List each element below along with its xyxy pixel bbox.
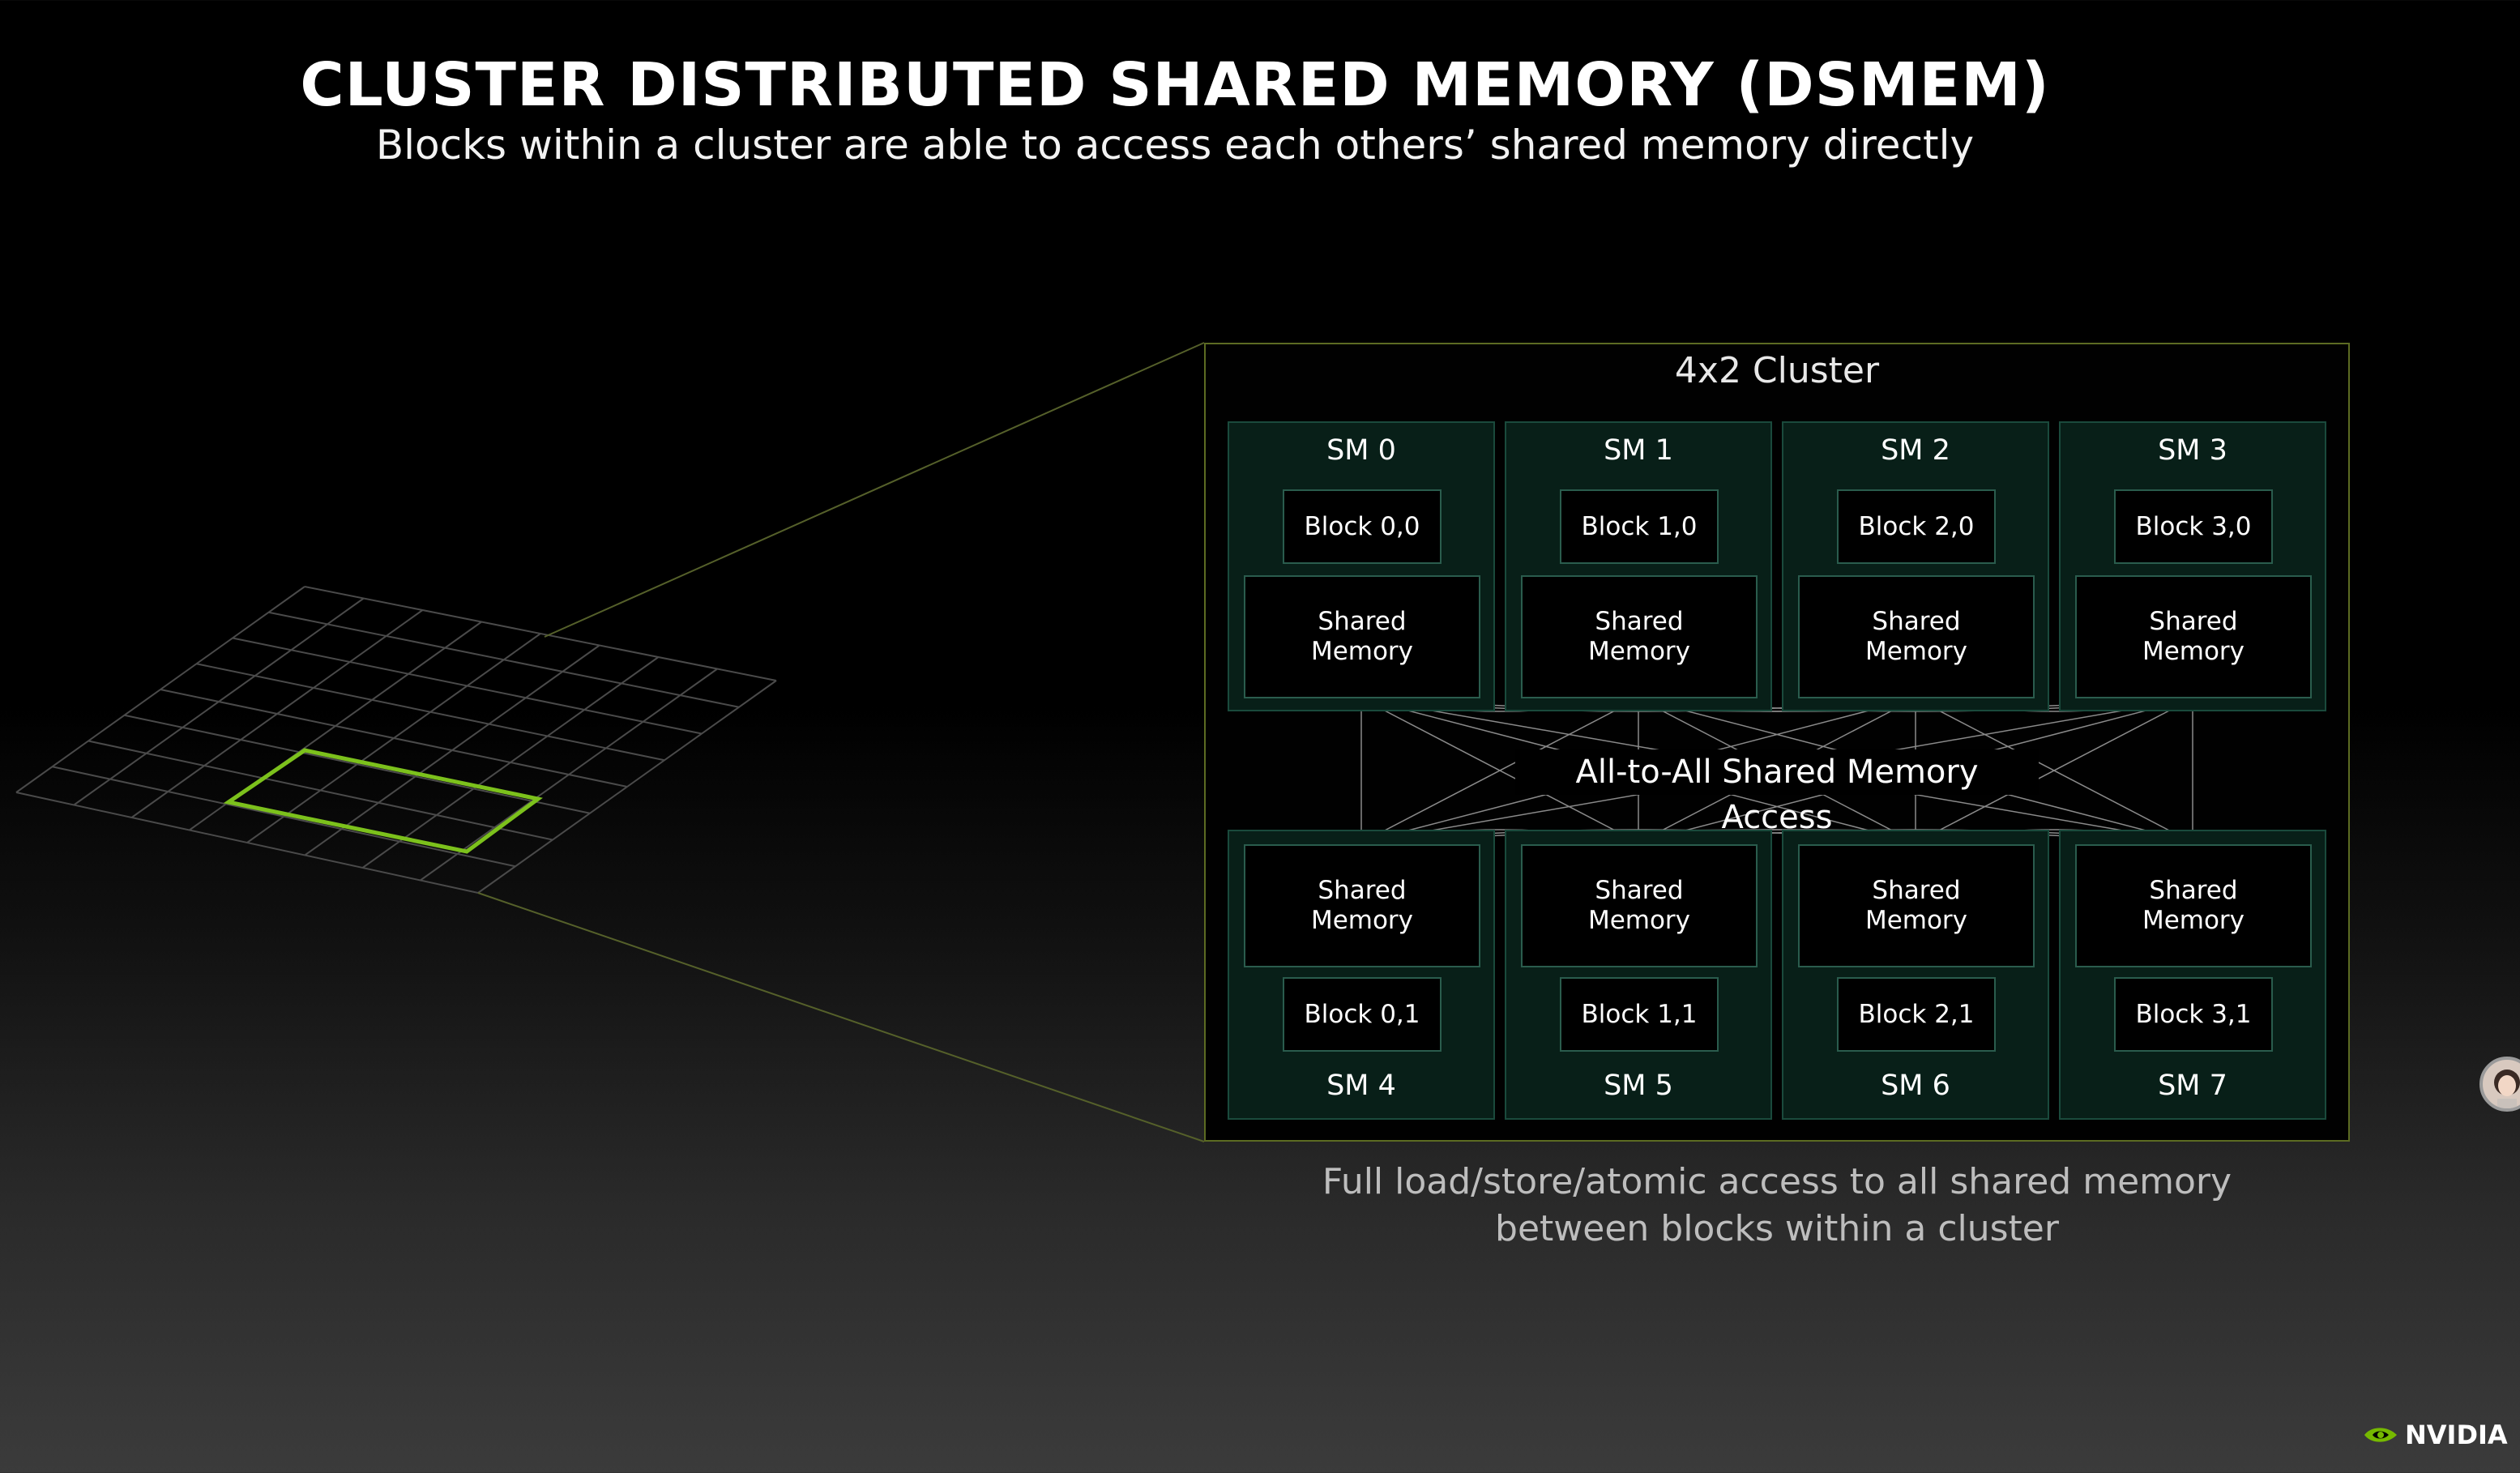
block: Block 3,1 [2114, 977, 2273, 1052]
grid-line [420, 668, 718, 882]
shared-memory-line1: Shared [1872, 876, 1961, 905]
nvidia-wordmark: NVIDIA [2405, 1420, 2508, 1450]
shared-memory-line2: Memory [1864, 906, 1968, 935]
grid-line [52, 766, 516, 868]
shared-memory: Shared Memory [1521, 844, 1758, 967]
presenter-avatar[interactable] [2479, 1057, 2520, 1112]
shared-memory-line1: Shared [1318, 607, 1407, 636]
sm-7: Shared Memory Block 3,1 SM 7 [2059, 830, 2326, 1120]
sm-label: SM 1 [1604, 434, 1673, 467]
shared-memory-line2: Memory [1310, 906, 1414, 935]
sm-4: Shared Memory Block 0,1 SM 4 [1228, 830, 1495, 1120]
sm-6: Shared Memory Block 2,1 SM 6 [1782, 830, 2049, 1120]
nvidia-logo: NVIDIA [2363, 1420, 2508, 1450]
sm-5: Shared Memory Block 1,1 SM 5 [1505, 830, 1772, 1120]
connection-line [1360, 698, 1639, 843]
sm-label: SM 7 [2158, 1070, 2227, 1102]
shared-memory-line1: Shared [1595, 876, 1684, 905]
caption-line1: Full load/store/atomic access to all sha… [1322, 1161, 2232, 1202]
sm-label: SM 6 [1881, 1070, 1950, 1102]
caption: Full load/store/atomic access to all sha… [1204, 1159, 2350, 1253]
zoom-line-bottom [477, 892, 1205, 1142]
grid-line [15, 792, 479, 894]
block: Block 0,1 [1283, 977, 1442, 1052]
block: Block 3,0 [2114, 489, 2273, 564]
sm-label: SM 3 [2158, 434, 2227, 467]
slide-subtitle: Blocks within a cluster are able to acce… [375, 122, 1975, 169]
sm-0: SM 0 Block 0,0 Shared Memory [1228, 421, 1495, 711]
grid-line [160, 689, 628, 788]
shared-memory-line1: Shared [2149, 876, 2238, 905]
shared-memory: Shared Memory [1244, 844, 1480, 967]
block: Block 0,0 [1283, 489, 1442, 564]
shared-memory: Shared Memory [1244, 575, 1480, 698]
shared-memory: Shared Memory [1798, 575, 2035, 698]
grid-line [304, 644, 600, 856]
sm-1: SM 1 Block 1,0 Shared Memory [1505, 421, 1772, 711]
block: Block 2,1 [1837, 977, 1996, 1052]
avatar-icon [2494, 1070, 2520, 1108]
grid-line [124, 714, 591, 814]
shared-memory-line1: Shared [1595, 607, 1684, 636]
shared-memory-line1: Shared [1872, 607, 1961, 636]
cluster-title: 4x2 Cluster [1674, 350, 1880, 391]
sm-2: SM 2 Block 2,0 Shared Memory [1782, 421, 2049, 711]
shared-memory-line1: Shared [1318, 876, 1407, 905]
shared-memory-line2: Memory [1587, 906, 1691, 935]
block: Block 2,0 [1837, 489, 1996, 564]
block: Block 1,0 [1560, 489, 1719, 564]
shared-memory: Shared Memory [2075, 575, 2312, 698]
highlighted-cluster [223, 748, 543, 854]
shared-memory-line2: Memory [1310, 637, 1414, 666]
caption-line2: between blocks within a cluster [1495, 1208, 2059, 1249]
shared-memory-line2: Memory [1587, 637, 1691, 666]
sm-label: SM 0 [1326, 434, 1396, 467]
shared-memory-line2: Memory [1864, 637, 1968, 666]
all-to-all-label: All-to-All Shared Memory Access [1515, 749, 2039, 836]
grid-line [361, 656, 660, 869]
sm-label: SM 4 [1326, 1070, 1396, 1102]
zoom-line-top [544, 342, 1205, 638]
sm-3: SM 3 Block 3,0 Shared Memory [2059, 421, 2326, 711]
shared-memory: Shared Memory [1798, 844, 2035, 967]
shared-memory-line1: Shared [2149, 607, 2238, 636]
connection-line [1915, 698, 2193, 843]
slide-title: CLUSTER DISTRIBUTED SHARED MEMORY (DSMEM… [300, 50, 2050, 120]
nvidia-eye-icon [2364, 1428, 2397, 1442]
shared-memory: Shared Memory [1521, 575, 1758, 698]
grid-line [477, 680, 777, 894]
sm-label: SM 5 [1604, 1070, 1673, 1102]
block: Block 1,1 [1560, 977, 1719, 1052]
sm-label: SM 2 [1881, 434, 1950, 467]
grid-line [88, 740, 553, 841]
shared-memory: Shared Memory [2075, 844, 2312, 967]
shared-memory-line2: Memory [2142, 637, 2245, 666]
shared-memory-line2: Memory [2142, 906, 2245, 935]
